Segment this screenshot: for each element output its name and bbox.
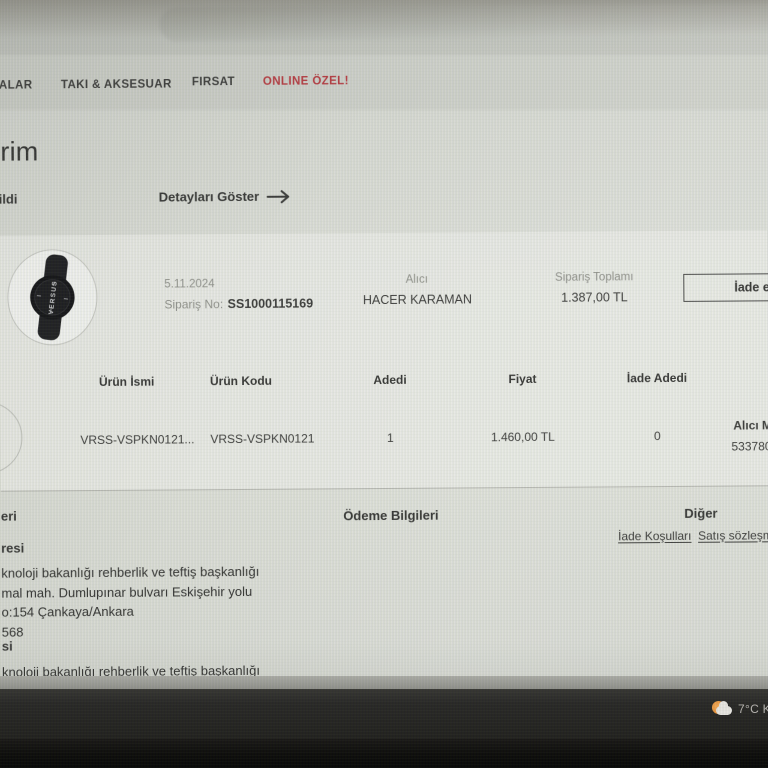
section-header-payment: Ödeme Bilgileri xyxy=(343,507,439,524)
address-title: resi xyxy=(1,540,25,556)
order-total-label: Sipariş Toplamı xyxy=(555,271,634,284)
temperature-label: 7°C K xyxy=(738,702,768,716)
order-no: Sipariş No: SS1000115169 xyxy=(164,294,313,313)
url-pill[interactable] xyxy=(159,2,768,42)
order-status: ildi xyxy=(0,191,18,207)
partly-cloudy-icon xyxy=(712,699,734,717)
address-line: o:154 Çankaya/Ankara xyxy=(1,603,134,620)
link-iade-kosullari[interactable]: İade Koşulları xyxy=(618,528,692,544)
header-qty: Adedi xyxy=(373,372,407,388)
order-card xyxy=(0,230,768,491)
cell-product-code: VRSS-VSPKN0121 xyxy=(210,431,315,447)
header-price: Fiyat xyxy=(508,371,537,387)
header-product-name: Ürün İsmi xyxy=(98,374,155,389)
watch-icon: VERSUS xyxy=(30,254,75,341)
cell-qty: 1 xyxy=(386,430,394,445)
order-total-value: 1.387,00 TL xyxy=(561,290,628,305)
taskbar: 7°C K xyxy=(0,689,768,739)
nav-item-markalar[interactable]: ALAR xyxy=(0,79,33,92)
buyer-label: Alıcı xyxy=(405,273,429,286)
cell-price: 1.460,00 TL xyxy=(490,429,555,445)
bottom-bezel xyxy=(0,739,768,768)
window-bottom-strip xyxy=(0,676,768,689)
address-line: knoloji bakanlığı rehberlik ve teftiş ba… xyxy=(1,563,260,581)
table-row: VRSS-VSPKN0121... VRSS-VSPKN0121 1 1.460… xyxy=(0,0,768,453)
nav-item-firsat[interactable]: FIRSAT xyxy=(191,76,236,89)
nav-item-taki-aksesuar[interactable]: TAKI & AKSESUAR xyxy=(60,78,172,92)
order-no-value: SS1000115169 xyxy=(227,296,314,312)
order-date: 5.11.2024 xyxy=(164,278,215,291)
address-block: knoloji bakanlığı rehberlik ve teftiş ba… xyxy=(1,562,260,642)
return-button[interactable]: İade e xyxy=(683,273,768,302)
buyer-name: HACER KARAMAN xyxy=(362,292,472,308)
nav-item-online-ozel[interactable]: ONLINE ÖZEL! xyxy=(262,75,349,88)
cell-buyer-col-label: Alıcı M xyxy=(733,418,768,433)
cell-return-qty: 0 xyxy=(653,429,661,444)
invoice-title: si xyxy=(1,638,13,654)
arrow-right-icon xyxy=(267,190,290,204)
section-header-left: eri xyxy=(0,508,17,524)
items-table-header: Ürün İsmi Ürün Kodu Adedi Fiyat İade Ade… xyxy=(0,0,765,389)
main-nav: ALAR TAKI & AKSESUAR FIRSAT ONLINE ÖZEL! xyxy=(0,0,765,91)
address-line: mal mah. Dumlupınar bulvarı Eskişehir yo… xyxy=(1,583,253,601)
link-satis-sozlesmesi[interactable]: Satış sözleşm xyxy=(698,528,768,543)
header-return-qty: İade Adedi xyxy=(626,370,688,386)
show-details-link[interactable]: Detayları Göster xyxy=(159,189,292,205)
cell-product-name: VRSS-VSPKN0121... xyxy=(80,432,195,448)
svg-text:VERSUS: VERSUS xyxy=(48,280,59,315)
weather-widget[interactable]: 7°C K xyxy=(712,699,768,721)
cell-buyer-col-value: 533780 xyxy=(731,439,768,454)
show-details-label: Detayları Göster xyxy=(158,188,260,205)
address-line: 568 xyxy=(1,624,24,640)
header-product-code: Ürün Kodu xyxy=(209,373,273,389)
section-header-other: Diğer xyxy=(684,505,718,521)
product-image[interactable]: VERSUS xyxy=(7,248,98,346)
order-no-label: Sipariş No: xyxy=(164,297,224,312)
page-title: rim xyxy=(0,136,39,167)
